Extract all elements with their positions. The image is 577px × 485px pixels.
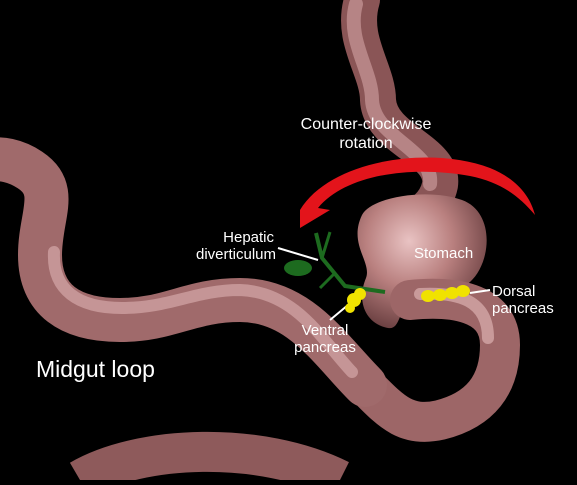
hepatic-bud (284, 260, 312, 276)
midgut-tube (0, 137, 387, 407)
hepatic-branch-up (320, 231, 332, 259)
hepatic-pointer (277, 247, 319, 261)
hepatic-branch-down (318, 272, 336, 290)
ventral-label-line2: pancreas (294, 339, 356, 356)
midgut-loop-label: Midgut loop (36, 356, 155, 382)
ventral-pointer (329, 304, 349, 321)
hepatic-branch (314, 232, 386, 294)
stomach-label: Stomach (414, 245, 474, 262)
stomach-body (357, 194, 487, 329)
rotation-label-line1: Counter-clockwise (300, 116, 432, 133)
hepatic-label-line1: Hepatic (223, 229, 274, 246)
dorsal-pointer (469, 289, 491, 294)
ventral-pancreas-label: Ventral pancreas (282, 322, 368, 356)
midgut-highlight (47, 246, 358, 378)
rotation-arrow (300, 157, 535, 228)
rotation-label-line2: rotation (339, 135, 393, 152)
hepatic-label-line2: diverticulum (196, 246, 277, 263)
dorsal-pancreas (421, 285, 470, 302)
dorsal-label-line1: Dorsal (492, 283, 536, 300)
ventral-pancreas (345, 288, 366, 313)
dorsal-label-line2: pancreas (492, 300, 554, 317)
ventral-label-line1: Ventral (301, 322, 349, 339)
dorsal-pancreas-label: Dorsal pancreas (492, 283, 554, 317)
hepatic-diverticulum-label: Hepatic diverticulum (196, 229, 277, 263)
lower-gut-tube (69, 431, 349, 485)
rotation-label: Counter-clockwise rotation (262, 115, 470, 153)
